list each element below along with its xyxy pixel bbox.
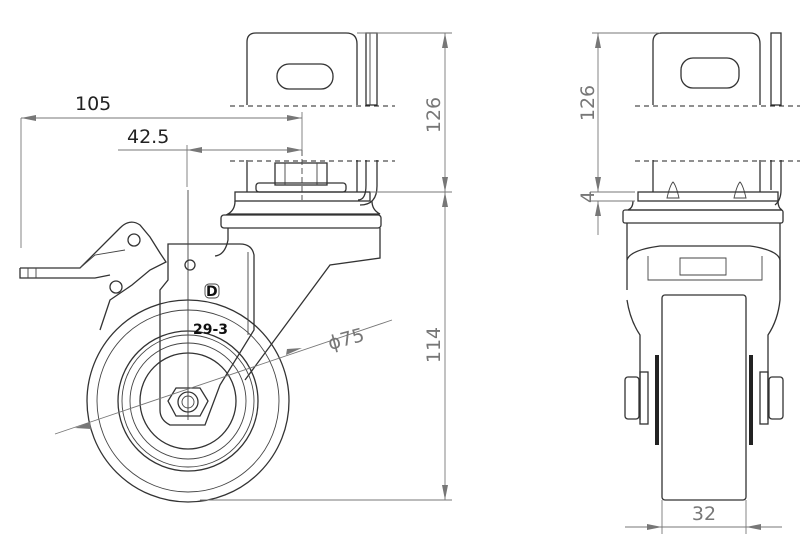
side-view: D 29-3 105 42.5 ϕ75 xyxy=(19,32,452,503)
swivel-head xyxy=(622,181,784,290)
wheel xyxy=(655,294,753,501)
brake-lever xyxy=(19,221,167,331)
mounting-bracket xyxy=(246,32,378,206)
dimension-text: 126 xyxy=(423,97,445,133)
axle-nuts xyxy=(624,371,784,425)
dimension-text: ϕ75 xyxy=(326,324,367,355)
dimension-105: 105 xyxy=(20,93,303,248)
mounting-bracket xyxy=(652,32,782,206)
dimension-text: 114 xyxy=(423,327,445,363)
dimension-text: 42.5 xyxy=(127,126,169,148)
dimension-126-front: 126 xyxy=(577,32,660,192)
logo-letter: D xyxy=(206,284,218,300)
dimension-42-5: 42.5 xyxy=(118,126,302,420)
dimension-126-side: 126 xyxy=(357,32,452,193)
wheel-hub-side xyxy=(749,355,753,445)
dimension-text: 126 xyxy=(577,85,599,121)
dimension-text: 105 xyxy=(75,93,111,115)
swivel-head xyxy=(214,191,382,381)
front-view: 126 4 32 xyxy=(577,32,800,534)
dimension-text: 32 xyxy=(692,503,716,525)
dimension-text: 4 xyxy=(577,191,599,203)
dimension-114: 114 xyxy=(200,192,452,501)
dimension-32: 32 xyxy=(625,500,782,534)
wheel-hub-side xyxy=(655,355,659,445)
part-marking: 29-3 xyxy=(193,322,228,338)
dimension-4: 4 xyxy=(577,191,635,235)
brand-logo: D xyxy=(204,283,220,300)
fork-leg xyxy=(159,243,255,426)
fork xyxy=(626,245,781,420)
